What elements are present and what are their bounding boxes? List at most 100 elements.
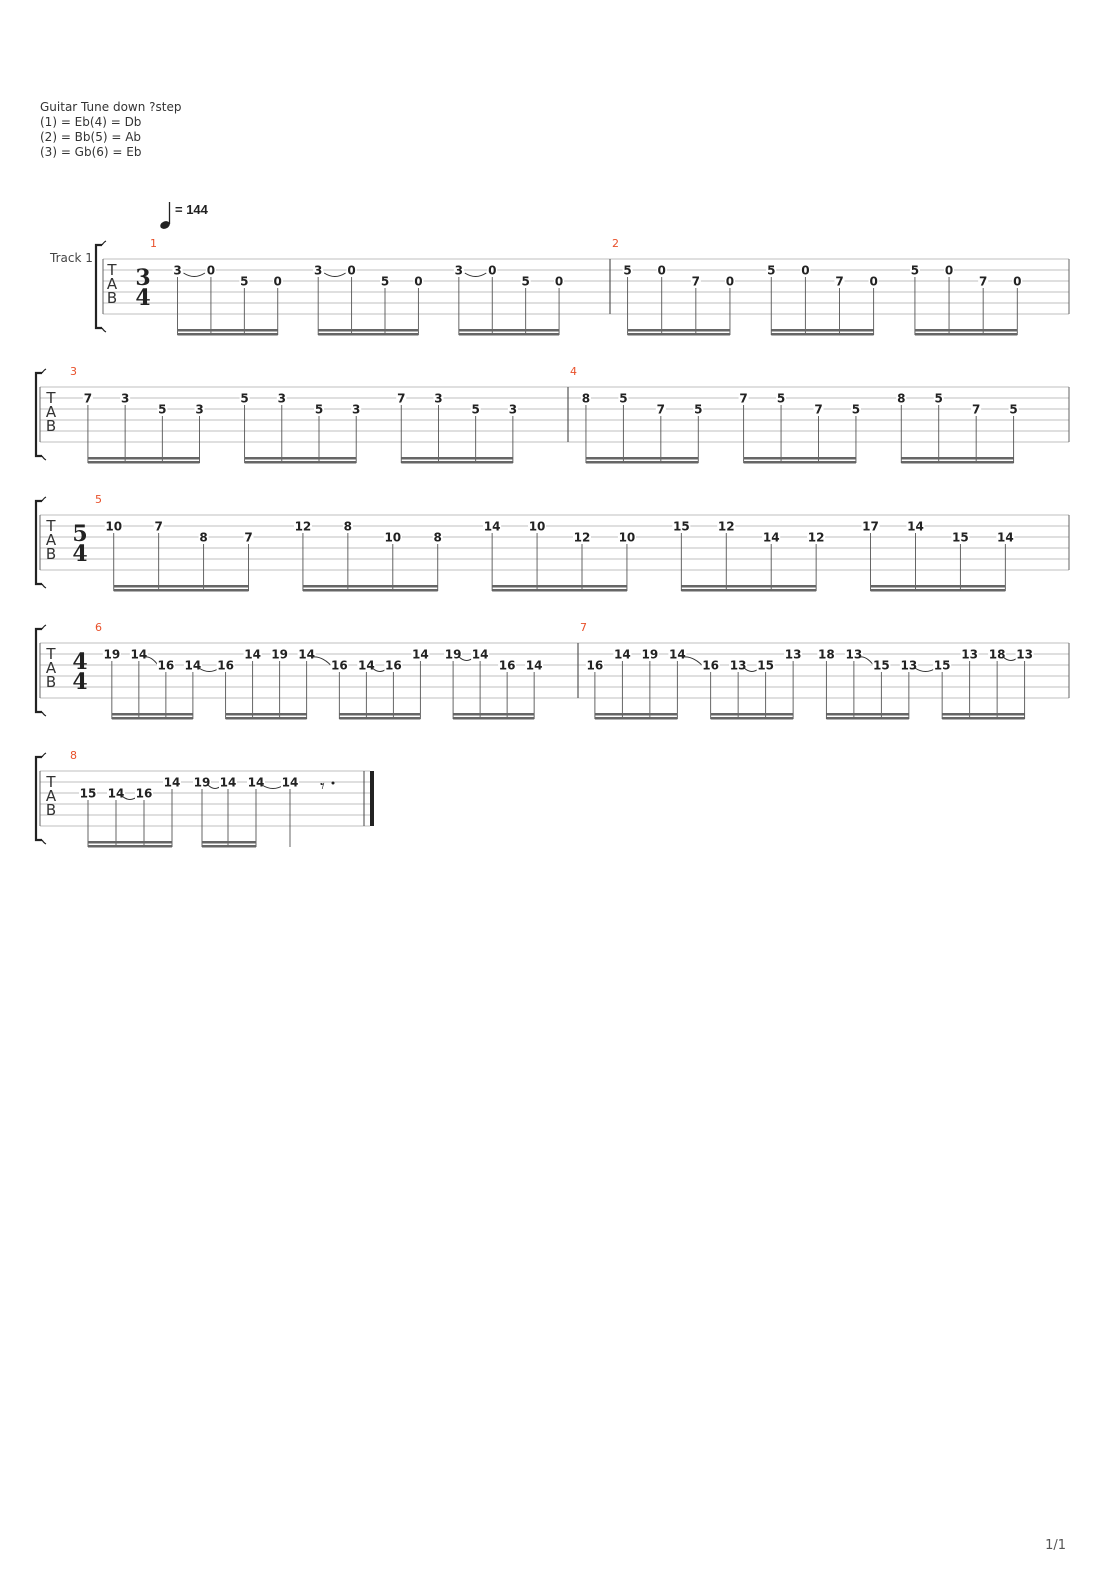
fret-number: 5 — [935, 392, 943, 406]
beam — [585, 461, 699, 464]
beam — [585, 457, 699, 460]
fret-background — [951, 531, 970, 543]
fret-number: 13 — [846, 648, 863, 662]
fret-number: 5 — [240, 275, 248, 289]
fret-background — [580, 392, 591, 404]
beam — [901, 457, 1014, 460]
page-number: 1/1 — [1045, 1538, 1066, 1553]
beam — [401, 457, 513, 460]
fret-number: 0 — [274, 275, 282, 289]
fret-number: 8 — [897, 392, 905, 406]
beam — [318, 329, 419, 332]
fret-background — [507, 403, 518, 415]
fret-background — [219, 776, 237, 788]
fret-number: 16 — [136, 787, 153, 801]
fret-background — [157, 403, 168, 415]
beam — [743, 461, 856, 464]
fret-background — [690, 275, 701, 287]
fret-background — [944, 264, 955, 276]
fret-background — [432, 531, 443, 543]
fret-background — [243, 648, 262, 660]
fret-number: 0 — [555, 275, 563, 289]
fret-background — [988, 648, 1007, 660]
fret-background — [357, 659, 376, 671]
fret-number: 19 — [194, 776, 211, 790]
bracket-hook — [41, 624, 47, 717]
fret-background — [470, 403, 481, 415]
fret-background — [471, 648, 490, 660]
tab-clef-letter: A — [107, 275, 118, 293]
bracket-hook — [41, 752, 47, 845]
tab-clef-letter: B — [46, 801, 56, 819]
fret-number: 3 — [434, 392, 442, 406]
fret-background — [776, 392, 787, 404]
fret-number: 5 — [381, 275, 389, 289]
fret-background — [844, 648, 863, 660]
quarter-note-icon — [160, 221, 170, 229]
fret-background — [79, 787, 97, 799]
fret-background — [444, 648, 463, 660]
fret-number: 5 — [767, 264, 775, 278]
fret-background — [205, 264, 216, 276]
time-signature-bottom: 4 — [72, 541, 87, 567]
fret-number: 8 — [344, 520, 352, 534]
fret-number: 5 — [694, 403, 702, 417]
fret-number: 7 — [84, 392, 92, 406]
fret-background — [813, 403, 824, 415]
fret-background — [281, 776, 299, 788]
tuning-line-1: (1) = Eb(4) = Db — [40, 115, 142, 129]
fret-number: 14 — [220, 776, 237, 790]
fret-number: 15 — [673, 520, 690, 534]
fret-number: 16 — [587, 659, 604, 673]
beam — [225, 717, 307, 720]
time-signature-top: 5 — [72, 521, 87, 547]
fret-background — [198, 531, 209, 543]
measure-number: 8 — [70, 749, 77, 762]
fret-background — [933, 659, 952, 671]
fret-background — [163, 776, 181, 788]
fret-background — [384, 659, 403, 671]
beam — [302, 589, 438, 592]
fret-background — [784, 648, 803, 660]
fret-background — [899, 659, 918, 671]
fret-background — [243, 531, 254, 543]
fret-number: 16 — [702, 659, 719, 673]
fret-number: 15 — [80, 787, 97, 801]
fret-number: 14 — [248, 776, 265, 790]
fret-number: 5 — [315, 403, 323, 417]
fret-number: 12 — [718, 520, 735, 534]
fret-background — [960, 648, 979, 660]
beam — [942, 713, 1025, 716]
fret-number: 5 — [521, 275, 529, 289]
fret-background — [738, 392, 749, 404]
fret-background — [933, 392, 944, 404]
fret-number: 3 — [352, 403, 360, 417]
beam — [453, 717, 535, 720]
fret-background — [239, 275, 250, 287]
beam — [111, 717, 193, 720]
fret-background — [483, 520, 502, 532]
fret-number: 5 — [471, 403, 479, 417]
fret-background — [346, 264, 357, 276]
fret-number: 8 — [199, 531, 207, 545]
system-bracket — [34, 371, 42, 458]
fret-number: 13 — [785, 648, 802, 662]
fret-background — [153, 520, 164, 532]
beam — [594, 713, 678, 716]
fret-background — [104, 520, 123, 532]
fret-number: 14 — [131, 648, 148, 662]
fret-number: 5 — [911, 264, 919, 278]
fret-number: 14 — [484, 520, 501, 534]
bracket-hook — [41, 368, 47, 461]
fret-number: 0 — [945, 264, 953, 278]
fret-number: 10 — [384, 531, 401, 545]
fret-background — [729, 659, 748, 671]
fret-background — [313, 264, 324, 276]
fret-background — [640, 648, 659, 660]
beam — [339, 713, 421, 716]
fret-background — [717, 520, 736, 532]
fret-background — [817, 648, 836, 660]
beam — [458, 329, 560, 332]
fret-number: 12 — [295, 520, 312, 534]
